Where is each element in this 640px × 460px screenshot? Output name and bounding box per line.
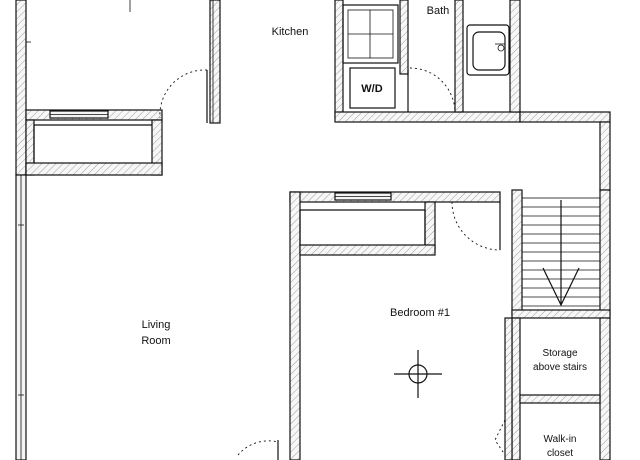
exterior-walls xyxy=(15,0,611,460)
closet-label-line2: closet xyxy=(547,448,573,459)
closet-label-line1: Walk-in xyxy=(544,434,577,445)
storage-label-line1: Storage xyxy=(542,348,577,359)
ceiling-light-icon xyxy=(394,350,442,398)
washer-dryer-label: W/D xyxy=(361,83,382,95)
kitchen-appliances xyxy=(342,4,399,109)
bath-fixtures xyxy=(466,24,510,76)
kitchen-label: Kitchen xyxy=(272,26,309,38)
doors xyxy=(159,67,506,460)
top-left-room xyxy=(26,0,131,43)
bath-label: Bath xyxy=(427,5,450,17)
living-room-label-line1: Living xyxy=(142,319,171,331)
living-room-label-line2: Room xyxy=(141,335,170,347)
bedroom-label: Bedroom #1 xyxy=(390,307,450,319)
stairs-direction-arrow xyxy=(542,200,580,307)
stairs xyxy=(521,197,601,311)
storage-label-line2: above stairs xyxy=(533,362,587,373)
stairs-outline xyxy=(521,197,601,311)
